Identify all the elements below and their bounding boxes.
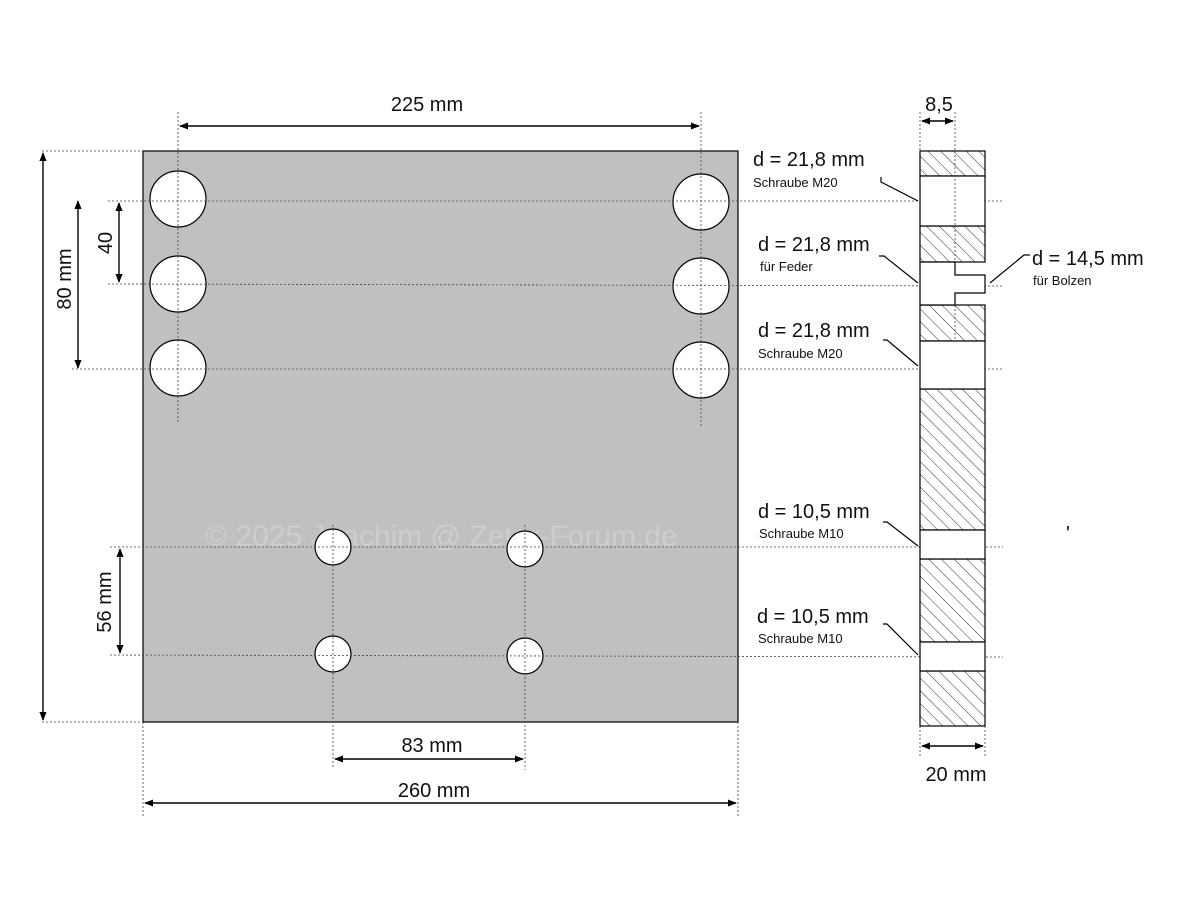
note-1-diameter: d = 21,8 mm bbox=[753, 149, 865, 171]
dim-lower-spacing: 56 mm bbox=[94, 571, 116, 632]
note-6-purpose: Schraube M10 bbox=[758, 631, 843, 646]
bore-channel-3 bbox=[919, 529, 986, 560]
leader-lines bbox=[879, 177, 1030, 656]
note-3-purpose: für Bolzen bbox=[1033, 273, 1092, 288]
dim-left-height: 80 mm bbox=[54, 248, 76, 309]
watermark: © 2025 Joachim @ Zetor-Forum.de bbox=[205, 520, 678, 553]
dim-inner-spacing: 40 bbox=[95, 232, 117, 254]
dim-section-offset: 8,5 bbox=[925, 94, 953, 116]
large-holes bbox=[149, 170, 730, 399]
note-4-diameter: d = 21,8 mm bbox=[758, 320, 870, 342]
bore-channel-1 bbox=[919, 175, 986, 227]
dim-top-width: 225 mm bbox=[391, 94, 463, 116]
hole-small-4 bbox=[506, 637, 544, 675]
note-2-diameter: d = 21,8 mm bbox=[758, 234, 870, 256]
dim-bottom-hole-spacing: 83 mm bbox=[401, 735, 462, 757]
section-solid-4 bbox=[919, 388, 986, 531]
stray-mark: ' bbox=[1066, 523, 1070, 545]
note-6-diameter: d = 10,5 mm bbox=[757, 606, 869, 628]
note-5-purpose: Schraube M10 bbox=[759, 526, 844, 541]
note-5-diameter: d = 10,5 mm bbox=[758, 501, 870, 523]
note-3-diameter: d = 14,5 mm bbox=[1032, 248, 1144, 270]
note-1-purpose: Schraube M20 bbox=[753, 175, 838, 190]
dimension-lines bbox=[39, 117, 984, 807]
hole-large-left-1 bbox=[149, 170, 207, 228]
section-solid-3 bbox=[919, 304, 986, 342]
section-solid-6 bbox=[919, 670, 986, 727]
note-4-purpose: Schraube M20 bbox=[758, 346, 843, 361]
section-solid-2 bbox=[919, 225, 986, 263]
stepped-bore bbox=[919, 261, 986, 306]
bore-channel-2 bbox=[919, 340, 986, 390]
dim-section-thickness: 20 mm bbox=[925, 764, 986, 786]
section-solid-5 bbox=[919, 558, 986, 643]
bore-channel-4 bbox=[919, 641, 986, 672]
section-solid-1 bbox=[919, 150, 986, 177]
note-2-purpose: für Feder bbox=[760, 259, 813, 274]
section-view bbox=[919, 150, 986, 727]
center-lines bbox=[42, 112, 1004, 818]
dim-plate-width: 260 mm bbox=[398, 780, 470, 802]
plate-front-view bbox=[142, 150, 739, 723]
